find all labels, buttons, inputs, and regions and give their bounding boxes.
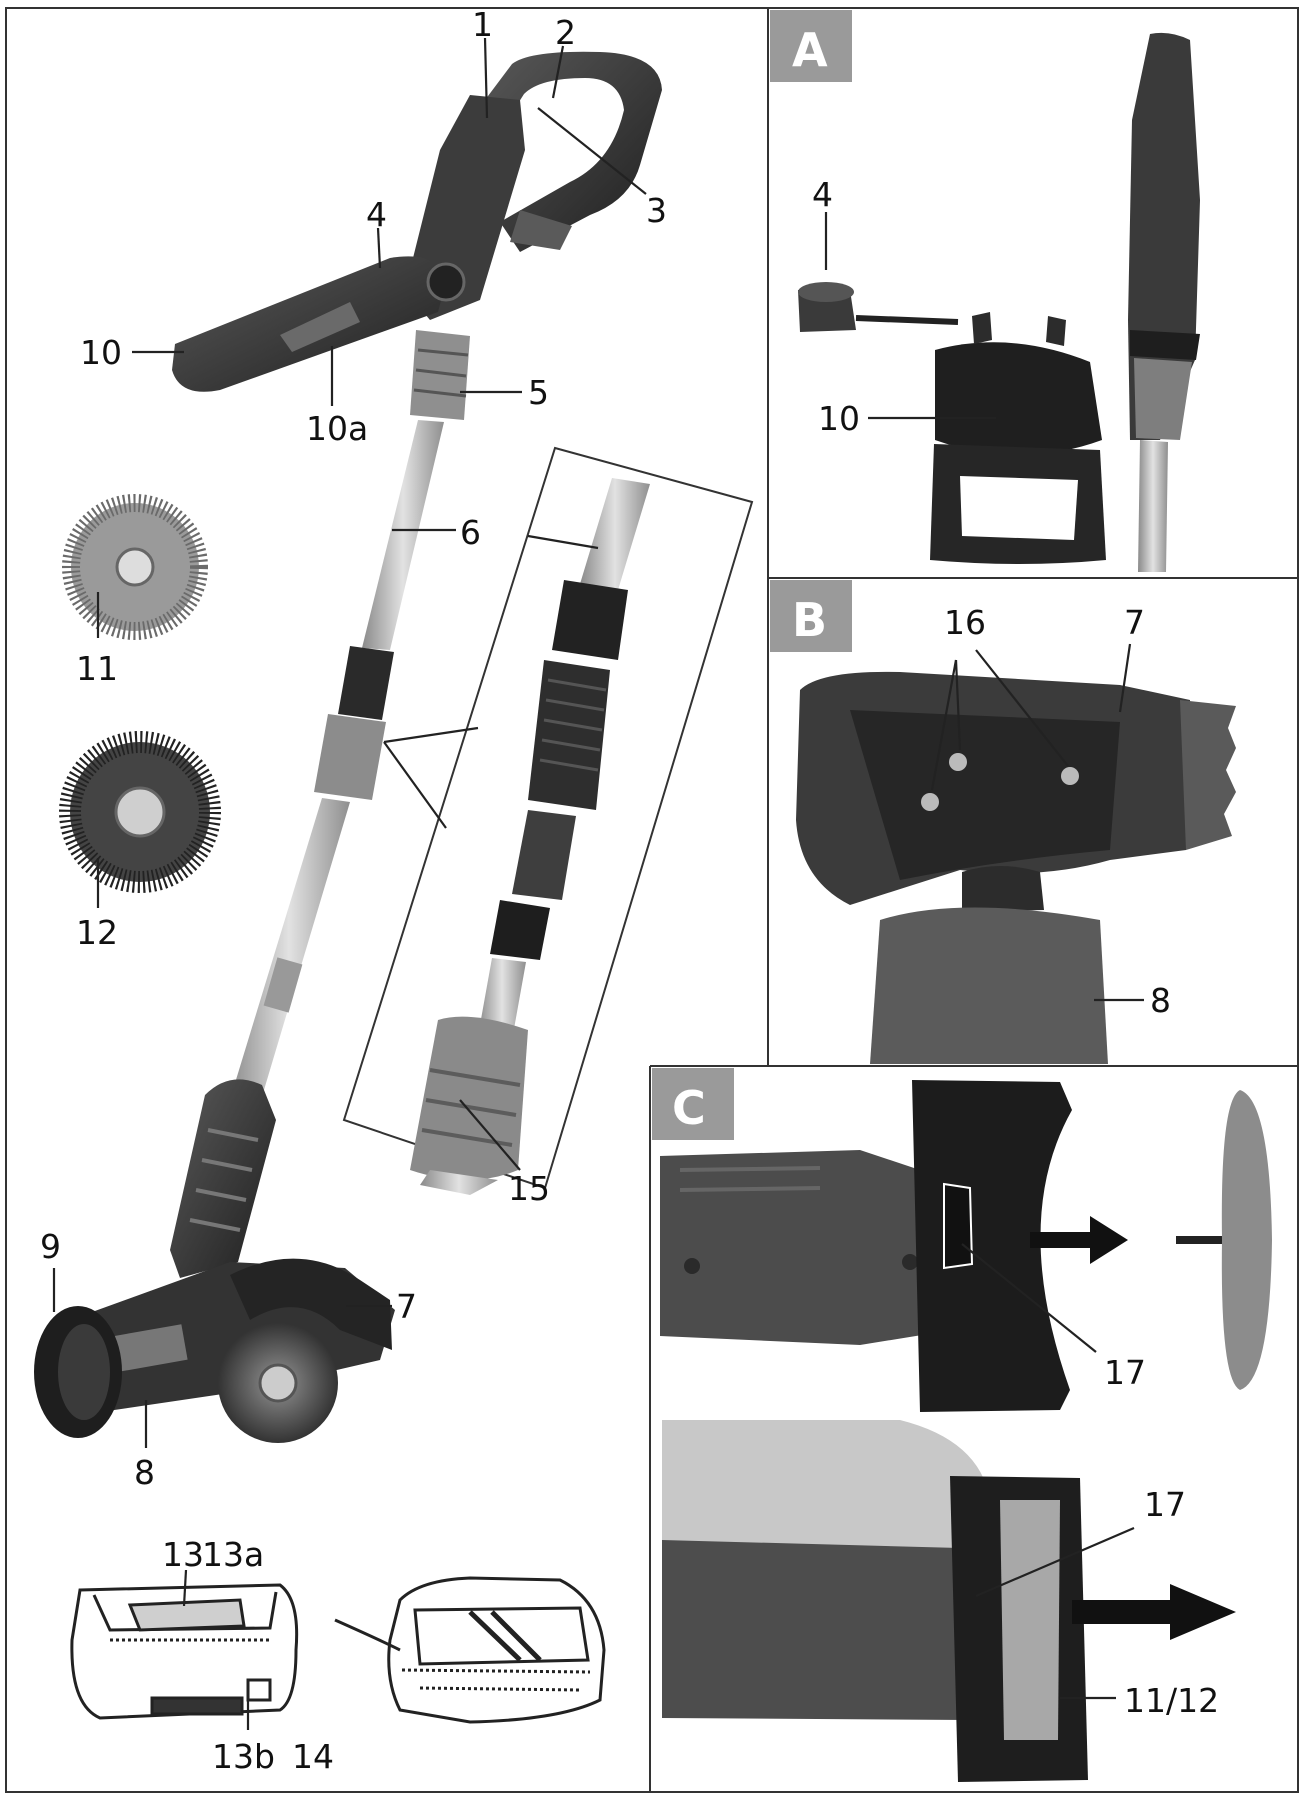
- shaft-lower: [228, 798, 350, 1110]
- panel-b-label-8: 8: [1150, 981, 1171, 1020]
- middle-joint-dark: [338, 646, 394, 720]
- label-15: 15: [508, 1169, 550, 1208]
- panel-b-tag: B: [792, 593, 827, 647]
- label-13b: 13b: [212, 1737, 275, 1776]
- panel-c-tag: C: [672, 1081, 706, 1135]
- battery-charger-sketch: [72, 1578, 604, 1722]
- label-7: 7: [396, 1287, 417, 1326]
- label-5: 5: [528, 373, 549, 412]
- label-10: 10: [80, 333, 122, 372]
- motor-housing: [170, 1079, 276, 1278]
- spare-brushes: [70, 503, 210, 882]
- panel-frames: [6, 8, 1298, 1792]
- label-11: 11: [76, 649, 118, 688]
- label-1: 1: [472, 5, 493, 44]
- label-8: 8: [134, 1453, 155, 1492]
- panel-a-tag: A: [792, 23, 828, 77]
- panel-a-illustration: [770, 10, 1200, 572]
- label-9: 9: [40, 1227, 61, 1266]
- panel-c-label-11-12: 11/12: [1124, 1681, 1219, 1720]
- label-4: 4: [366, 195, 387, 234]
- panel-b-label-7: 7: [1124, 603, 1145, 642]
- panel-c-label-17-bottom: 17: [1144, 1485, 1186, 1524]
- label-6: 6: [460, 513, 481, 552]
- middle-joint-grey: [314, 714, 386, 800]
- shaft-upper: [362, 420, 444, 650]
- label-14: 14: [292, 1737, 334, 1776]
- label-12: 12: [76, 913, 118, 952]
- panel-a-label-10: 10: [818, 399, 860, 438]
- label-13: 13: [162, 1535, 204, 1574]
- panel-b-label-16: 16: [944, 603, 986, 642]
- label-3: 3: [646, 191, 667, 230]
- panel-c-label-17-top: 17: [1104, 1353, 1146, 1392]
- label-10a: 10a: [306, 409, 368, 448]
- panel-c-illustration: [652, 1068, 1272, 1782]
- panel-a-label-4: 4: [812, 175, 833, 214]
- label-2: 2: [555, 13, 576, 52]
- label-13a: 13a: [202, 1535, 264, 1574]
